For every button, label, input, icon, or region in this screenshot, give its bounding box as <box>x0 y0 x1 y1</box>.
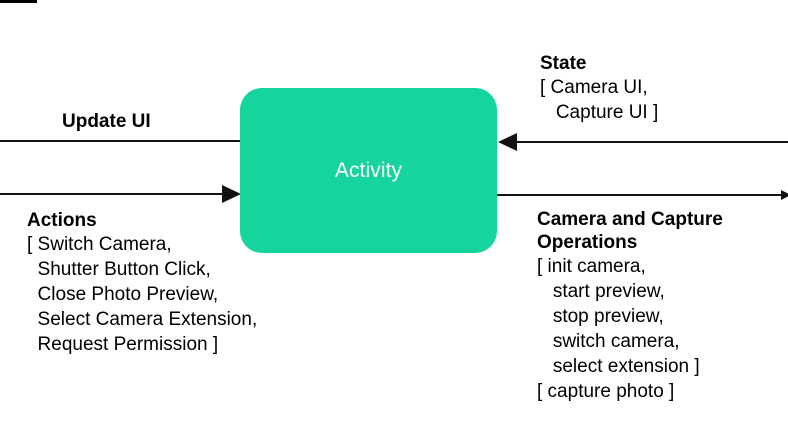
arrowhead-state-left-icon <box>498 133 517 151</box>
edge-label-operations: Camera and Capture Operations [ init cam… <box>537 208 723 404</box>
edge-label-actions-item: Select Camera Extension, <box>27 309 258 330</box>
node-activity[interactable]: Activity <box>240 88 497 253</box>
edge-update-ui-line <box>0 140 245 142</box>
edge-label-operations-item: start preview, <box>537 281 665 302</box>
edge-label-actions-item: [ Switch Camera, <box>27 234 172 255</box>
arrowhead-actions-right-icon <box>222 185 241 203</box>
edge-label-actions-item: Request Permission ] <box>27 334 219 355</box>
edge-label-actions-item: Close Photo Preview, <box>27 284 219 305</box>
edge-operations-line <box>493 194 783 196</box>
edge-label-actions: Actions [ Switch Camera, Shutter Button … <box>27 209 257 357</box>
edge-label-operations-item: [ capture photo ] <box>537 381 675 402</box>
edge-label-state-title: State <box>540 53 587 74</box>
edge-label-actions-item: Shutter Button Click, <box>27 259 211 280</box>
edge-label-state-item: [ Camera UI, <box>540 77 648 98</box>
edge-label-state-item: Capture UI ] <box>540 102 659 123</box>
edge-label-operations-title-line-2: Operations <box>537 232 638 253</box>
edge-label-operations-item: switch camera, <box>537 331 680 352</box>
node-activity-label: Activity <box>334 159 403 182</box>
edge-label-operations-item: select extension ] <box>537 356 700 377</box>
edge-actions-line <box>0 193 228 195</box>
crop-artifact-bar <box>0 0 37 3</box>
edge-label-operations-item: stop preview, <box>537 306 664 327</box>
edge-label-actions-title: Actions <box>27 210 97 231</box>
edge-label-update-ui-title: Update UI <box>62 111 151 132</box>
edge-label-operations-item: [ init camera, <box>537 256 646 277</box>
edge-state-line <box>515 141 788 143</box>
edge-label-operations-title-line-1: Camera and Capture <box>537 209 723 230</box>
arrowhead-operations-right-icon <box>781 190 788 200</box>
edge-label-update-ui: Update UI <box>62 110 151 133</box>
edge-label-state: State [ Camera UI, Capture UI ] <box>540 52 658 125</box>
